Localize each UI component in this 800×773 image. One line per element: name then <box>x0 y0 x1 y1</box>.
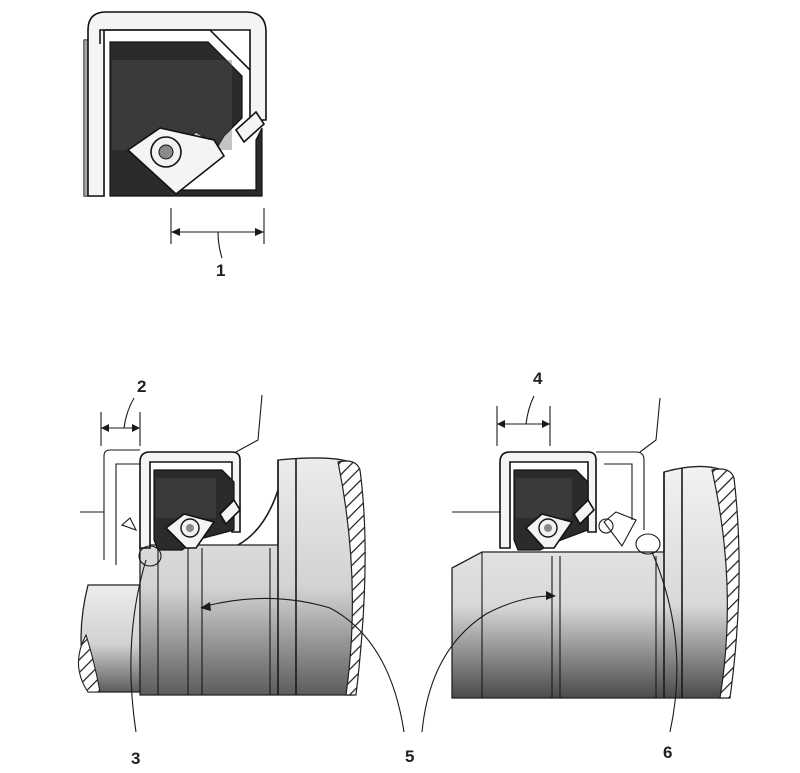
label-3: 3 <box>131 749 140 768</box>
left-assembly <box>77 394 366 733</box>
label-2: 2 <box>137 377 146 396</box>
right-assembly <box>451 395 740 733</box>
label-1: 1 <box>216 261 225 280</box>
label-5: 5 <box>405 747 414 766</box>
label-5-leaders <box>200 591 556 733</box>
seal-cross-section <box>83 11 267 259</box>
label-6: 6 <box>663 743 672 762</box>
label-4: 4 <box>533 369 543 388</box>
